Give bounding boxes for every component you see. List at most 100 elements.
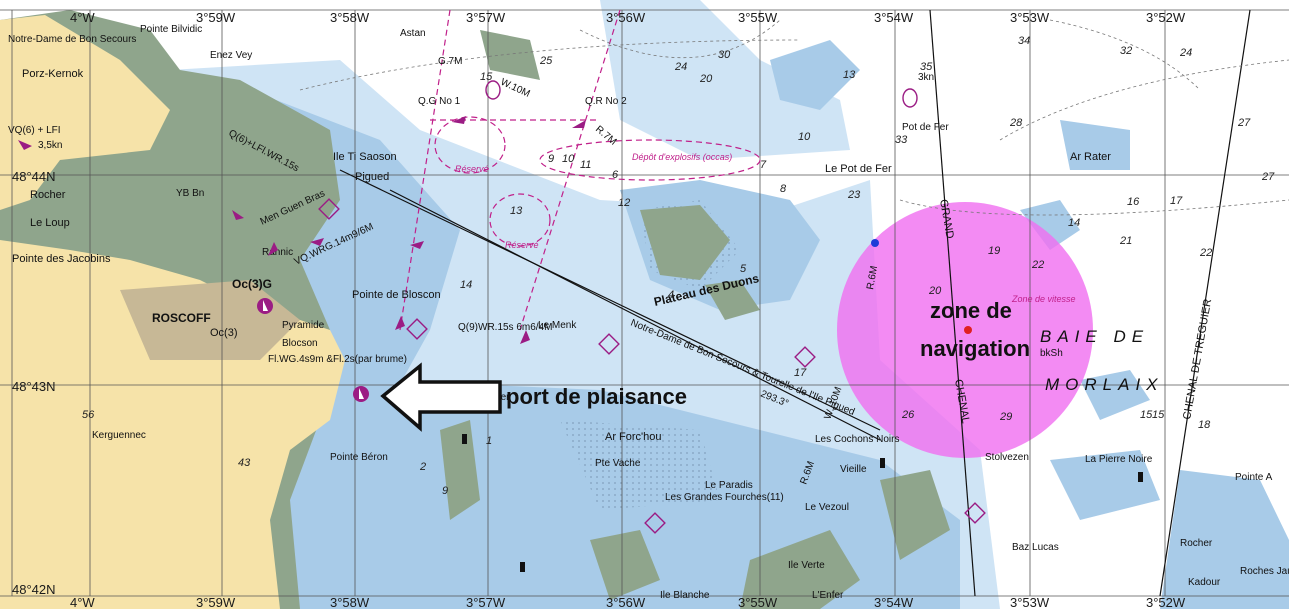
sounding: 14 bbox=[1068, 217, 1080, 229]
islet-duons bbox=[640, 205, 730, 280]
place-label: Les Cochons Noirs bbox=[815, 434, 899, 445]
longitude-label: 3°59W bbox=[196, 595, 236, 609]
longitude-label: 3°53W bbox=[1010, 595, 1050, 609]
place-label: L'Enfer bbox=[812, 590, 844, 601]
sounding: 13 bbox=[843, 69, 856, 81]
sounding: 22 bbox=[1199, 247, 1212, 259]
lighthouse-icon bbox=[462, 434, 467, 444]
sounding: 24 bbox=[674, 61, 687, 73]
place-label: MORLAIX bbox=[1045, 375, 1164, 394]
islet bbox=[590, 530, 660, 600]
reef-area bbox=[560, 420, 720, 510]
place-label: Réservé bbox=[505, 240, 539, 250]
marina-markers bbox=[257, 298, 369, 402]
sounding: 27 bbox=[1261, 171, 1275, 183]
place-label: Pte Vache bbox=[595, 458, 641, 469]
buoy-markers bbox=[18, 116, 586, 344]
place-label: Les Grandes Fourches(11) bbox=[665, 492, 784, 503]
blue-position-dot bbox=[871, 239, 879, 247]
sounding: 17 bbox=[1170, 195, 1183, 207]
compass-diamond-icon bbox=[318, 198, 340, 220]
longitude-label: 4°W bbox=[70, 595, 95, 609]
place-label: Ile Blanche bbox=[660, 590, 710, 601]
place-label: Roches Jaunes bbox=[1240, 566, 1289, 577]
sounding: 33 bbox=[895, 134, 908, 146]
sounding: 15 bbox=[480, 71, 493, 83]
place-label: Pyramide bbox=[282, 320, 325, 331]
sounding: 20 bbox=[928, 285, 942, 297]
latitude-label: 48°44N bbox=[12, 169, 56, 184]
sounding: 26 bbox=[901, 409, 915, 421]
anchor-icon bbox=[902, 88, 918, 108]
place-label: Blocson bbox=[282, 338, 318, 349]
buoy-icon bbox=[232, 210, 244, 220]
sounding: 56 bbox=[82, 409, 95, 421]
sounding: 8 bbox=[780, 183, 787, 195]
buoy-icon bbox=[268, 242, 278, 256]
place-label: Pointe Béron bbox=[330, 452, 388, 463]
graticule bbox=[0, 9, 1289, 597]
islet bbox=[880, 470, 950, 560]
place-label: Porz-Kernok bbox=[22, 68, 84, 80]
place-label: Le Loup bbox=[30, 217, 70, 229]
traffic-markers bbox=[318, 80, 986, 534]
lighthouse-icon bbox=[1138, 472, 1143, 482]
light-label: YB Bn bbox=[176, 188, 204, 199]
longitude-label: 3°56W bbox=[606, 595, 646, 609]
place-label: Rocher bbox=[30, 189, 66, 201]
light-label: Oc(3)G bbox=[232, 277, 272, 291]
sounding: 10 bbox=[798, 131, 811, 143]
annotation-port: port de plaisance bbox=[506, 384, 687, 409]
sounding: 19 bbox=[988, 245, 1000, 257]
sounding: 24 bbox=[1179, 47, 1192, 59]
longitude-label: 3°55W bbox=[738, 10, 778, 25]
light-label: 3,5kn bbox=[38, 140, 62, 151]
light-label: Q(9)WR.15s 6m6/4M bbox=[458, 322, 552, 333]
longitude-label: 4°W bbox=[70, 10, 95, 25]
buoy-icon bbox=[395, 316, 405, 330]
buoy-icon bbox=[520, 330, 530, 344]
sounding: 21 bbox=[1119, 235, 1132, 247]
sounding: 4 bbox=[668, 289, 674, 301]
place-label: Le Vezoul bbox=[805, 502, 849, 513]
sounding: 15 bbox=[1140, 409, 1153, 421]
place-label: Enez Vey bbox=[210, 50, 252, 61]
sounding: 6 bbox=[612, 169, 619, 181]
place-label: Réservé bbox=[455, 164, 489, 174]
town-roscoff bbox=[120, 280, 300, 360]
place-label: Kerguennec bbox=[92, 430, 146, 441]
depth-contours bbox=[299, 19, 1289, 216]
sounding: 5 bbox=[740, 263, 747, 275]
shallow-patch bbox=[1080, 370, 1150, 420]
longitude-label: 3°58W bbox=[330, 595, 370, 609]
place-label: Pointe de Bloscon bbox=[352, 289, 441, 301]
sounding: 20 bbox=[699, 73, 713, 85]
light-label: Q.G No 1 bbox=[418, 96, 461, 107]
sounding: 27 bbox=[1237, 117, 1251, 129]
longitude-label: 3°57W bbox=[466, 10, 506, 25]
longitude-label: 3°55W bbox=[738, 595, 778, 609]
sounding: 2 bbox=[419, 461, 426, 473]
longitude-label: 3°52W bbox=[1146, 595, 1186, 609]
longitude-label: 3°59W bbox=[196, 10, 236, 25]
zone-center-dot bbox=[964, 326, 972, 334]
place-label: La Pierre Noire bbox=[1085, 454, 1153, 465]
light-label: Oc(3) bbox=[210, 327, 238, 339]
longitude-label: 3°53W bbox=[1010, 10, 1050, 25]
sounding: 9 bbox=[442, 485, 448, 497]
place-label: Ile Verte bbox=[788, 560, 825, 571]
place-label: Rocher bbox=[1180, 538, 1213, 549]
place-label: Pointe A bbox=[1235, 472, 1273, 483]
sounding: 7 bbox=[760, 159, 767, 171]
sounding: 32 bbox=[1120, 45, 1132, 57]
sounding: 18 bbox=[1198, 419, 1211, 431]
sounding: 1 bbox=[486, 435, 492, 447]
light-label: VQ(6) + LFI bbox=[8, 125, 61, 136]
lighthouse-icon bbox=[520, 562, 525, 572]
sounding: 43 bbox=[238, 457, 251, 469]
longitude-label: 3°52W bbox=[1146, 10, 1186, 25]
light-label: 3kn bbox=[918, 72, 934, 83]
place-label: Ar Forc'hou bbox=[605, 431, 662, 443]
place-label: Notre-Dame de Bon Secours bbox=[8, 34, 136, 45]
